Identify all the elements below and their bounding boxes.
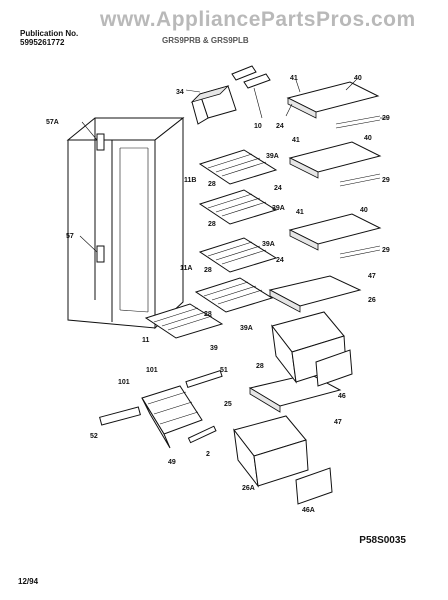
print-date: 12/94 — [18, 577, 39, 586]
callout-41-a: 41 — [290, 75, 298, 82]
callout-39A-b: 39A — [272, 205, 285, 212]
callout-47-a: 47 — [368, 273, 376, 280]
callout-51: 51 — [220, 367, 228, 374]
callout-41-b: 41 — [292, 137, 300, 144]
callout-28-a: 28 — [208, 181, 216, 188]
callout-29-b: 29 — [382, 177, 390, 184]
door-bin — [190, 85, 237, 125]
callout-46: 46 — [338, 393, 346, 400]
small-rail — [187, 425, 217, 444]
callout-11A: 11A — [180, 265, 192, 272]
callout-41-c: 41 — [296, 209, 304, 216]
callout-11B: 11B — [184, 177, 196, 184]
wire-shelf-5 — [144, 303, 224, 339]
glass-shelf-1 — [286, 81, 381, 129]
callout-39A-c: 39A — [262, 241, 275, 248]
callout-46A: 46A — [302, 507, 315, 514]
callout-40-a: 40 — [354, 75, 362, 82]
callout-28-d: 28 — [204, 311, 212, 318]
callout-34: 34 — [176, 89, 184, 96]
wire-shelf-1 — [198, 149, 278, 185]
publication-label: Publication No. — [20, 29, 79, 38]
callout-26A: 26A — [242, 485, 255, 492]
callout-25: 25 — [224, 401, 232, 408]
callout-28-e: 28 — [256, 363, 264, 370]
shelf-rail — [185, 369, 223, 389]
callout-24-c: 24 — [276, 257, 284, 264]
callout-39A-d: 39A — [240, 325, 253, 332]
callout-29-c: 29 — [382, 247, 390, 254]
callout-101-b: 101 — [146, 367, 158, 374]
callout-57: 57 — [66, 233, 74, 240]
crisper-cover-1 — [268, 275, 362, 313]
figure-code: P58S0035 — [359, 535, 406, 546]
callout-52: 52 — [90, 433, 98, 440]
leader-lines — [79, 79, 388, 253]
callout-29-a: 29 — [382, 115, 390, 122]
shelf-pads — [231, 65, 271, 89]
drawer-front-2 — [295, 467, 333, 505]
wire-shelf-4 — [194, 277, 274, 313]
callout-11: 11 — [142, 337, 150, 344]
freezer-basket — [141, 385, 203, 449]
watermark: www.AppliancePartsPros.com — [100, 8, 416, 31]
glass-shelf-3 — [288, 213, 382, 259]
callout-49: 49 — [168, 459, 176, 466]
glass-shelf-2 — [288, 141, 382, 187]
callout-39: 39 — [210, 345, 218, 352]
callout-47-b: 47 — [334, 419, 342, 426]
callout-2: 2 — [206, 451, 210, 458]
cabinet — [66, 116, 185, 330]
crisper-pan-2 — [233, 415, 309, 488]
callout-40-b: 40 — [364, 135, 372, 142]
callout-26: 26 — [368, 297, 376, 304]
callout-39A-a: 39A — [266, 153, 279, 160]
callout-28-b: 28 — [208, 221, 216, 228]
wire-shelf-2 — [198, 189, 278, 225]
model-number: GRS9PRB & GRS9PLB — [162, 36, 249, 45]
crisper-pan-1 — [271, 311, 347, 384]
callout-24-a: 24 — [276, 123, 284, 130]
wire-shelf-3 — [198, 237, 278, 273]
callout-10: 10 — [254, 123, 262, 130]
publication-number: 5995261772 — [20, 38, 65, 47]
callout-28-c: 28 — [204, 267, 212, 274]
callout-101-a: 101 — [118, 379, 130, 386]
callout-57A: 57A — [46, 119, 59, 126]
basket-support — [99, 406, 141, 426]
drawer-front-1 — [315, 349, 353, 387]
callout-40-c: 40 — [360, 207, 368, 214]
callout-24-b: 24 — [274, 185, 282, 192]
